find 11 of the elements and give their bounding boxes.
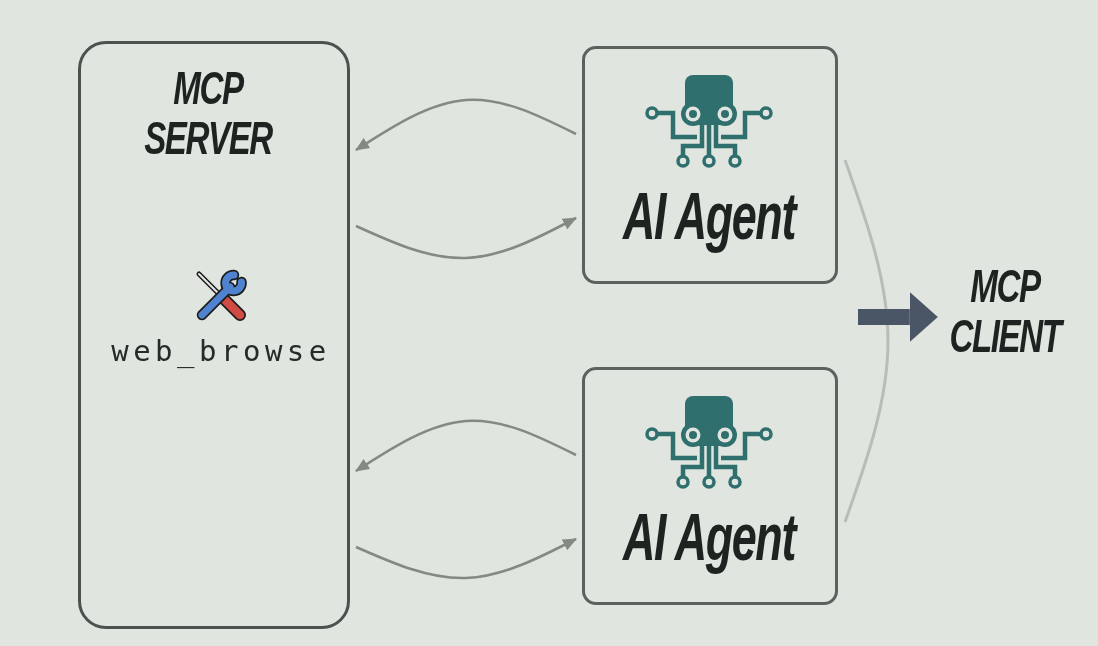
agent-card [582,367,838,605]
arrow [355,98,577,152]
block-arrow [858,292,938,342]
agent-card [582,46,838,284]
client-label: MCP CLIENT [943,261,1067,361]
arrow [355,216,577,260]
arrow [355,537,577,580]
server-panel [78,41,350,629]
panel-title: MCP SERVER [143,63,274,163]
arrow [355,419,577,473]
tool-name: web_browse [111,335,331,367]
